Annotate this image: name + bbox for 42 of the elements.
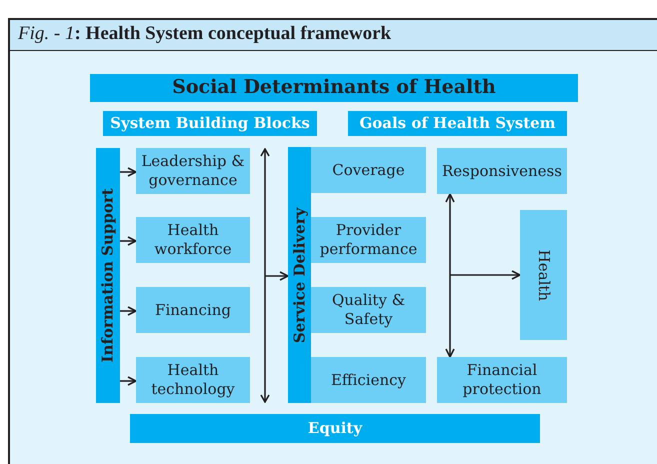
node-label: Provider performance <box>318 221 418 259</box>
node-label: System Building Blocks <box>110 114 310 133</box>
arrow <box>120 306 137 316</box>
block-box <box>437 357 567 403</box>
vertical-bar <box>96 148 120 403</box>
block-box <box>311 147 426 193</box>
node-label: Goals of Health System <box>359 114 556 133</box>
block-box <box>136 217 250 263</box>
node-label: Financing <box>155 300 231 320</box>
node-label: Service Delivery <box>290 207 309 343</box>
goal-box <box>520 210 567 340</box>
arrow <box>120 376 137 386</box>
block-box <box>136 357 250 403</box>
node-label: Health workforce <box>153 221 233 259</box>
block-box <box>136 287 250 333</box>
arrow <box>445 193 455 358</box>
section-header <box>103 111 317 136</box>
node-label: Responsiveness <box>442 162 562 180</box>
arrow <box>265 271 289 281</box>
block-box <box>311 357 426 403</box>
arrow <box>120 167 137 177</box>
block-box <box>437 148 567 194</box>
node-label: Efficiency <box>330 370 406 390</box>
node-label: Coverage <box>332 160 405 180</box>
node-label: Quality & Safety <box>330 291 406 329</box>
block-box <box>311 287 426 333</box>
section-header <box>348 111 567 136</box>
node-label: Information Support <box>98 188 118 363</box>
vertical-bar <box>288 147 311 403</box>
node-label: Equity <box>308 419 362 438</box>
node-label: Health <box>534 249 553 301</box>
node-label: Social Determinants of Health <box>172 76 496 100</box>
node-label: Health technology <box>150 361 236 399</box>
banner <box>90 74 578 102</box>
node-label: Financial protection <box>462 361 542 399</box>
figure-title: Fig. - 1: Health System conceptual framework <box>18 23 392 45</box>
double-arrow-bar <box>260 148 270 403</box>
arrow <box>450 270 521 280</box>
node-label: Leadership & governance <box>140 152 246 190</box>
block-box <box>311 217 426 263</box>
banner <box>130 414 540 443</box>
arrow <box>120 236 137 246</box>
